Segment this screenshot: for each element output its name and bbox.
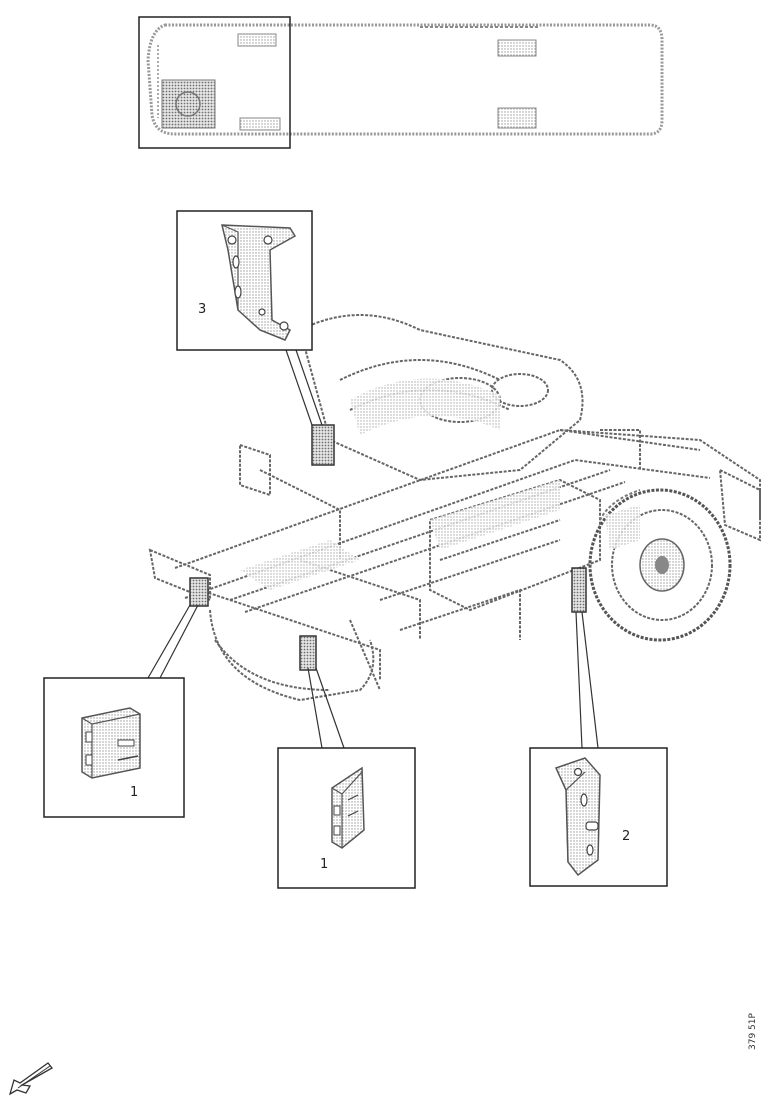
vehicle-window-1 [237, 33, 277, 47]
vehicle-cab-highlight-box [138, 16, 291, 149]
detail-box-left [43, 677, 185, 818]
mount-position-top [311, 424, 335, 466]
mount-position-right [571, 567, 587, 613]
vehicle-outline [146, 23, 664, 136]
rear-wheel [588, 488, 732, 642]
arrow-down-left-icon [8, 1062, 53, 1096]
mount-position-left [189, 577, 209, 607]
vehicle-window-2 [497, 39, 537, 57]
detail-box-top [176, 210, 313, 351]
vehicle-window-4 [239, 117, 281, 131]
callout-detail-right: 2 [622, 829, 631, 844]
detail-box-right [529, 747, 668, 887]
leader-lines [147, 349, 599, 749]
callout-detail-top: 3 [198, 302, 207, 317]
document-id: 379 51P [748, 1013, 758, 1050]
vehicle-window-3 [497, 107, 537, 129]
detail-box-mid [277, 747, 416, 889]
chassis-shading [240, 378, 640, 590]
callout-detail-mid: 1 [320, 857, 329, 872]
callout-detail-left: 1 [130, 785, 139, 800]
mount-position-mid [299, 635, 317, 671]
chassis-frame [148, 314, 761, 702]
